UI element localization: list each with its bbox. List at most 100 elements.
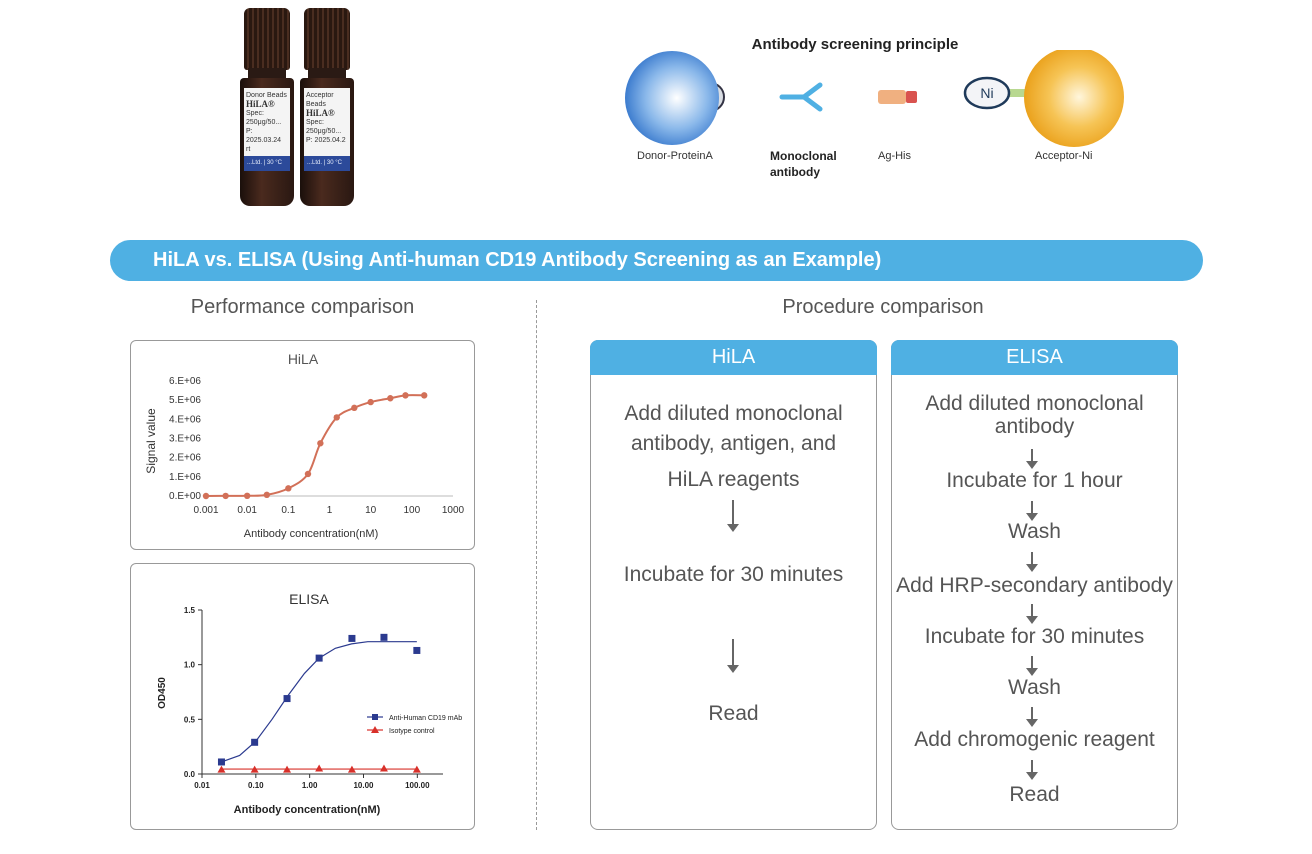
data-point bbox=[351, 404, 358, 412]
chart-title: ELISA bbox=[289, 591, 329, 607]
x-tick-label: 100.00 bbox=[405, 781, 430, 790]
procedure-step: Add HRP-secondary antibody bbox=[896, 574, 1173, 597]
y-tick-label: 1.0 bbox=[184, 661, 196, 670]
data-point bbox=[283, 695, 291, 703]
procedure-step: Read bbox=[1009, 783, 1060, 806]
x-tick-label: 0.10 bbox=[248, 781, 264, 790]
procedure-step: Incubate for 30 minutes bbox=[924, 625, 1145, 648]
data-point bbox=[315, 654, 323, 662]
hila-procedure: HiLA Add diluted monoclonal antibody, an… bbox=[590, 340, 877, 830]
data-point bbox=[413, 646, 421, 654]
donor-beads-vial: Donor Beads HiLA® Spec: 250μg/50... P: 2… bbox=[240, 8, 294, 206]
y-tick-label: 1.5 bbox=[184, 606, 196, 615]
x-tick-label: 0.01 bbox=[237, 505, 257, 516]
data-point bbox=[412, 765, 421, 773]
data-point bbox=[367, 398, 374, 406]
y-tick-label: 4.E+06 bbox=[169, 414, 201, 425]
data-point bbox=[250, 765, 259, 773]
antibody-label-1: Monoclonal bbox=[770, 149, 837, 163]
y-tick-label: 1.E+06 bbox=[169, 472, 201, 483]
data-point bbox=[402, 392, 409, 399]
data-point bbox=[243, 492, 251, 500]
hila-chart-panel: HiLA Signal value Antibody concentration… bbox=[130, 340, 475, 550]
legend-marker bbox=[371, 726, 379, 733]
procedure-step: Read bbox=[708, 702, 759, 725]
data-point bbox=[387, 395, 394, 402]
procedure-step: Add diluted monoclonal bbox=[624, 402, 843, 425]
x-tick-label: 1 bbox=[327, 505, 333, 516]
procedure-step: Add chromogenic reagent bbox=[914, 728, 1155, 751]
data-point bbox=[315, 764, 324, 772]
y-tick-label: 0.0 bbox=[184, 770, 196, 779]
procedure-step: Incubate for 1 hour bbox=[946, 469, 1123, 492]
data-point bbox=[333, 414, 340, 421]
y-tick-label: 5.E+06 bbox=[169, 395, 201, 406]
vial-brand: HiLA® bbox=[246, 99, 275, 109]
x-axis-label: Antibody concentration(nM) bbox=[234, 804, 381, 816]
data-point bbox=[283, 765, 292, 773]
vial-lot: P: 2025.03.24 bbox=[246, 128, 282, 144]
vial-label: Donor Beads bbox=[246, 92, 287, 99]
x-tick-label: 0.01 bbox=[194, 781, 210, 790]
product-photo: Donor Beads HiLA® Spec: 250μg/50... P: 2… bbox=[238, 8, 358, 208]
y-axis-label: Signal value bbox=[144, 408, 158, 474]
x-tick-label: 1000 bbox=[442, 505, 465, 516]
vial-stripe: ...Ltd. | 30 °C bbox=[244, 156, 290, 171]
acceptor-label: Acceptor-Ni bbox=[1035, 150, 1093, 162]
data-point bbox=[304, 470, 312, 478]
vial-label: Acceptor Beads bbox=[306, 92, 334, 108]
series-line bbox=[205, 394, 425, 497]
data-point bbox=[347, 765, 356, 773]
performance-title: Performance comparison bbox=[190, 296, 415, 318]
vial-extra: rt bbox=[246, 146, 251, 153]
section-divider bbox=[536, 300, 537, 830]
procedure-step: Wash bbox=[1008, 520, 1061, 543]
procedure-step: Wash bbox=[1008, 676, 1061, 699]
vial-spec: Spec: 250μg/50... bbox=[306, 119, 342, 135]
x-tick-label: 10 bbox=[365, 505, 377, 516]
comparison-banner: HiLA vs. ELISA (Using Anti-human CD19 An… bbox=[110, 240, 1203, 281]
vial-lot: P: 2025.04.2 bbox=[306, 137, 346, 144]
x-tick-label: 1.00 bbox=[302, 781, 318, 790]
x-tick-label: 0.1 bbox=[281, 505, 295, 516]
data-point bbox=[263, 491, 271, 499]
acceptor-bead-icon: Ni bbox=[963, 50, 1124, 147]
elisa-procedure-header: ELISA bbox=[891, 340, 1178, 375]
antigen-label: Ag-His bbox=[878, 150, 912, 162]
data-point bbox=[202, 492, 210, 500]
legend-label: Isotype control bbox=[389, 728, 435, 735]
procedure-title: Procedure comparison bbox=[782, 296, 984, 318]
antibody-icon bbox=[779, 82, 823, 112]
hila-procedure-header: HiLA bbox=[590, 340, 877, 375]
data-point bbox=[317, 440, 324, 447]
procedure-step: Add diluted monoclonal bbox=[925, 392, 1144, 415]
ni-label: Ni bbox=[980, 85, 993, 101]
y-tick-label: 3.E+06 bbox=[169, 434, 201, 445]
data-point bbox=[379, 764, 388, 772]
procedure-step: Incubate for 30 minutes bbox=[623, 563, 844, 586]
antibody-label-2: antibody bbox=[770, 165, 820, 179]
donor-bead-icon bbox=[625, 51, 725, 145]
y-axis-label: OD450 bbox=[157, 677, 168, 709]
y-tick-label: 6.E+06 bbox=[169, 376, 201, 387]
elisa-chart: ELISA OD450 Antibody concentration(nM) 0… bbox=[157, 591, 462, 816]
antigen-his-icon bbox=[878, 90, 917, 104]
data-point bbox=[217, 765, 226, 773]
vial-spec: Spec: 250μg/50... bbox=[246, 110, 282, 126]
y-tick-label: 2.E+06 bbox=[169, 453, 201, 464]
data-point bbox=[421, 392, 428, 399]
y-tick-label: 0.5 bbox=[184, 715, 196, 724]
x-tick-label: 10.00 bbox=[353, 781, 374, 790]
principle-title: Antibody screening principle bbox=[751, 36, 959, 53]
x-tick-label: 0.001 bbox=[193, 505, 218, 516]
hila-chart: HiLA Signal value Antibody concentration… bbox=[144, 351, 465, 540]
donor-label: Donor-ProteinA bbox=[637, 150, 713, 162]
vial-brand: HiLA® bbox=[306, 108, 335, 118]
data-point bbox=[380, 633, 388, 641]
data-point bbox=[251, 738, 259, 746]
procedure-step: antibody bbox=[994, 415, 1075, 438]
acceptor-beads-vial: Acceptor Beads HiLA® Spec: 250μg/50... P… bbox=[300, 8, 354, 206]
legend-label: Anti-Human CD19 mAb bbox=[389, 715, 462, 722]
x-tick-label: 100 bbox=[403, 505, 420, 516]
